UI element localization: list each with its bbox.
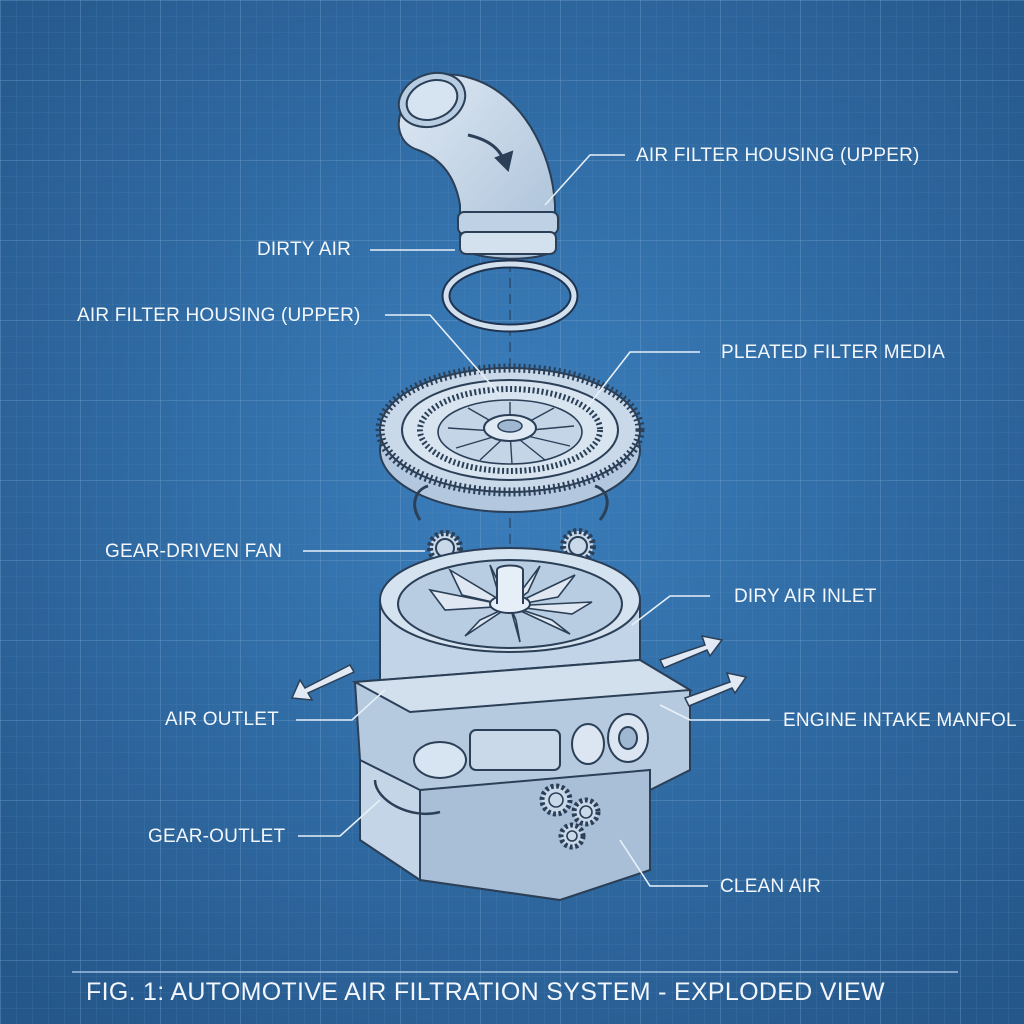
label-air-filter-housing-upper-right: AIR FILTER HOUSING (UPPER) [636, 145, 920, 166]
pleated-filter-media-part [375, 363, 645, 513]
figure-caption: FIG. 1: AUTOMOTIVE AIR FILTRATION SYSTEM… [86, 978, 885, 1006]
o-ring-seal [441, 259, 579, 333]
label-air-filter-housing-upper-left: AIR FILTER HOUSING (UPPER) [77, 305, 361, 326]
label-gear-outlet: GEAR-OUTLET [148, 826, 286, 847]
arrow-icon [290, 635, 748, 707]
label-dirty-air: DIRTY AIR [257, 239, 352, 260]
leader-lines [296, 154, 770, 887]
intake-elbow-pipe [397, 71, 559, 260]
label-engine-intake-manifold: ENGINE INTAKE MANFOL [783, 711, 1017, 730]
engine-intake-manifold-part [351, 658, 694, 902]
label-air-outlet: AIR OUTLET [165, 709, 279, 730]
label-dirty-air-inlet: DIRY AIR INLET [734, 586, 877, 607]
label-pleated-filter-media: PLEATED FILTER MEDIA [721, 342, 945, 363]
label-clean-air: CLEAN AIR [720, 876, 822, 897]
gear-icon [539, 783, 601, 850]
label-gear-driven-fan: GEAR-DRIVEN FAN [105, 541, 283, 562]
